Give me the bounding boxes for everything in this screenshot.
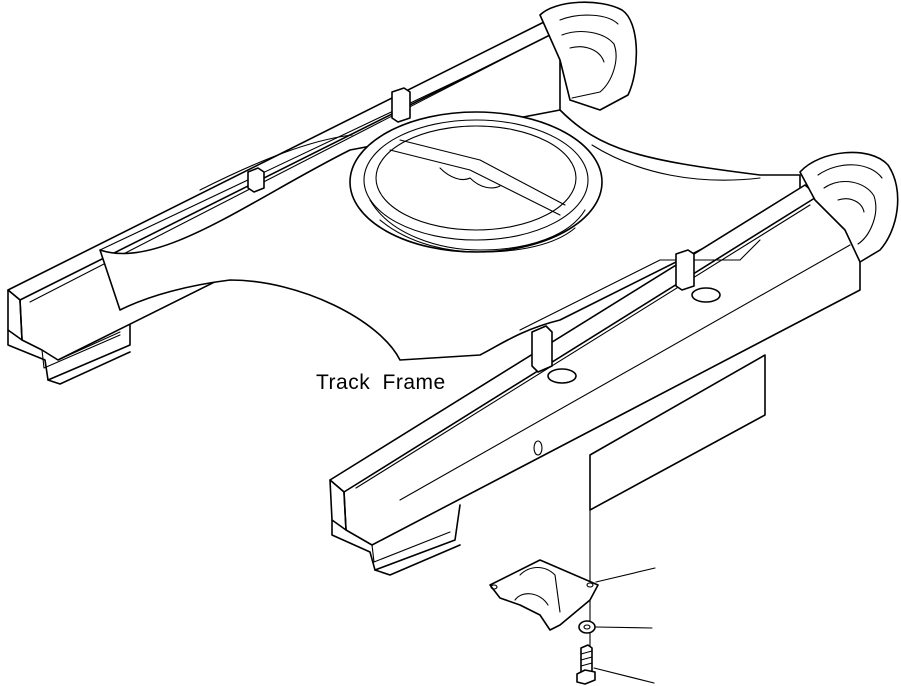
swing-circle [349, 111, 603, 253]
washer-part [578, 620, 596, 634]
guard-bracket [489, 559, 599, 631]
track-frame-label: Track Frame [316, 371, 446, 394]
frame-posts [247, 87, 721, 456]
left-track-rail [7, 19, 561, 385]
right-track-rail [329, 184, 861, 576]
bolt-part [576, 644, 596, 685]
part-callout-lines [593, 567, 656, 684]
rear-idler-bracket [539, 1, 638, 111]
front-idler-bracket [799, 151, 899, 263]
